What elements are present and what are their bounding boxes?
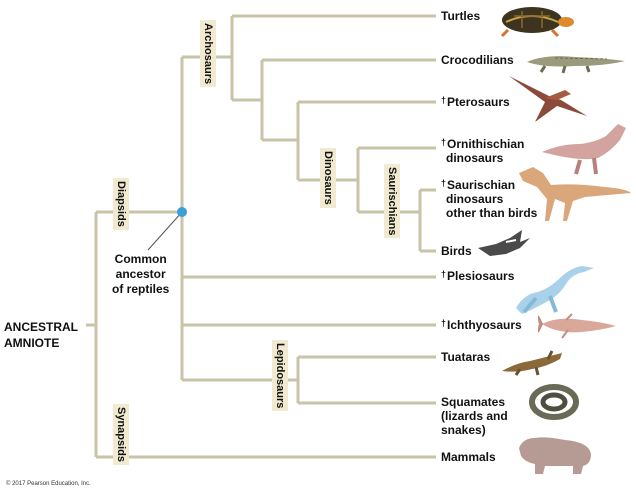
- clade-dinosaurs: Dinosaurs: [320, 148, 336, 208]
- tree-branches: [86, 14, 436, 459]
- taxon-ichthyosaurs: †Ichthyosaurs: [441, 318, 522, 332]
- extinct-marker: †: [441, 318, 447, 328]
- callout-line1: Common: [114, 252, 167, 266]
- turtle-illustration: [500, 7, 574, 38]
- taxon-crocodilians-text: Crocodilians: [441, 53, 514, 67]
- root-label-line2: AMNIOTE: [4, 336, 60, 350]
- root-label-line1: ANCESTRAL: [4, 320, 78, 334]
- clade-lepidosaurs: Lepidosaurs: [272, 340, 288, 412]
- extinct-marker: †: [441, 178, 447, 188]
- callout-line2: ancestor: [115, 267, 166, 281]
- taxon-plesiosaurs: †Plesiosaurs: [441, 269, 514, 283]
- clade-saurischians: Saurischians: [384, 164, 400, 239]
- callout-pointer: [147, 211, 183, 251]
- bird-illustration: [478, 230, 530, 256]
- taxon-mammals-text: Mammals: [441, 450, 496, 464]
- taxon-ornithischian-line2: dinosaurs: [446, 151, 504, 165]
- plesiosaur-illustration: [516, 266, 594, 314]
- extinct-marker: †: [441, 269, 447, 279]
- extinct-marker: †: [441, 95, 447, 105]
- taxon-mammals: Mammals: [441, 450, 496, 464]
- root-label: ANCESTRAL AMNIOTE: [4, 319, 78, 351]
- taxon-saurischian: †Saurischian dinosaurs other than birds: [441, 178, 537, 220]
- common-ancestor-callout: Common ancestor of reptiles: [112, 252, 169, 297]
- hippo-illustration: [519, 437, 591, 474]
- taxon-saurischian-line3: other than birds: [446, 206, 538, 220]
- snake-illustration: [529, 384, 579, 420]
- taxon-ichthyosaurs-text: Ichthyosaurs: [447, 318, 522, 332]
- taxon-squamates-line3: snakes): [441, 423, 486, 437]
- taxon-pterosaurs-text: Pterosaurs: [447, 95, 510, 109]
- taxon-squamates-line2: (lizards and: [441, 409, 508, 423]
- clade-archosaurs: Archosaurs: [200, 20, 216, 88]
- taxon-saurischian-line2: dinosaurs: [446, 192, 504, 206]
- ichthyosaur-illustration: [538, 313, 616, 339]
- saurischian-illustration: [519, 167, 631, 221]
- crocodile-illustration: [527, 56, 625, 74]
- tuatara-illustration: [502, 350, 562, 376]
- taxon-plesiosaurs-text: Plesiosaurs: [447, 269, 515, 283]
- pterosaur-illustration: [509, 76, 587, 122]
- extinct-marker: †: [441, 137, 447, 147]
- clade-diapsids: Diapsids: [113, 178, 129, 230]
- taxon-birds: Birds: [441, 244, 472, 258]
- clade-synapsids: Synapsids: [113, 404, 129, 466]
- taxon-turtles: Turtles: [441, 9, 480, 23]
- taxon-ornithischian: †Ornithischian dinosaurs: [441, 137, 524, 165]
- taxon-tuataras: Tuataras: [441, 350, 490, 364]
- taxon-saurischian-line1: Saurischian: [447, 178, 516, 192]
- taxon-pterosaurs: †Pterosaurs: [441, 95, 510, 109]
- taxon-ornithischian-line1: Ornithischian: [447, 137, 525, 151]
- taxon-squamates-line1: Squamates: [441, 395, 506, 409]
- ornithischian-illustration: [542, 124, 626, 175]
- callout-line3: of reptiles: [112, 282, 170, 296]
- copyright-notice: © 2017 Pearson Education, Inc.: [6, 481, 91, 487]
- taxon-crocodilians: Crocodilians: [441, 53, 514, 67]
- common-ancestor-node[interactable]: [177, 207, 187, 217]
- taxon-tuataras-text: Tuataras: [441, 350, 491, 364]
- taxon-turtles-text: Turtles: [441, 9, 481, 23]
- taxon-birds-text: Birds: [441, 244, 472, 258]
- taxon-squamates: Squamates (lizards and snakes): [441, 395, 508, 437]
